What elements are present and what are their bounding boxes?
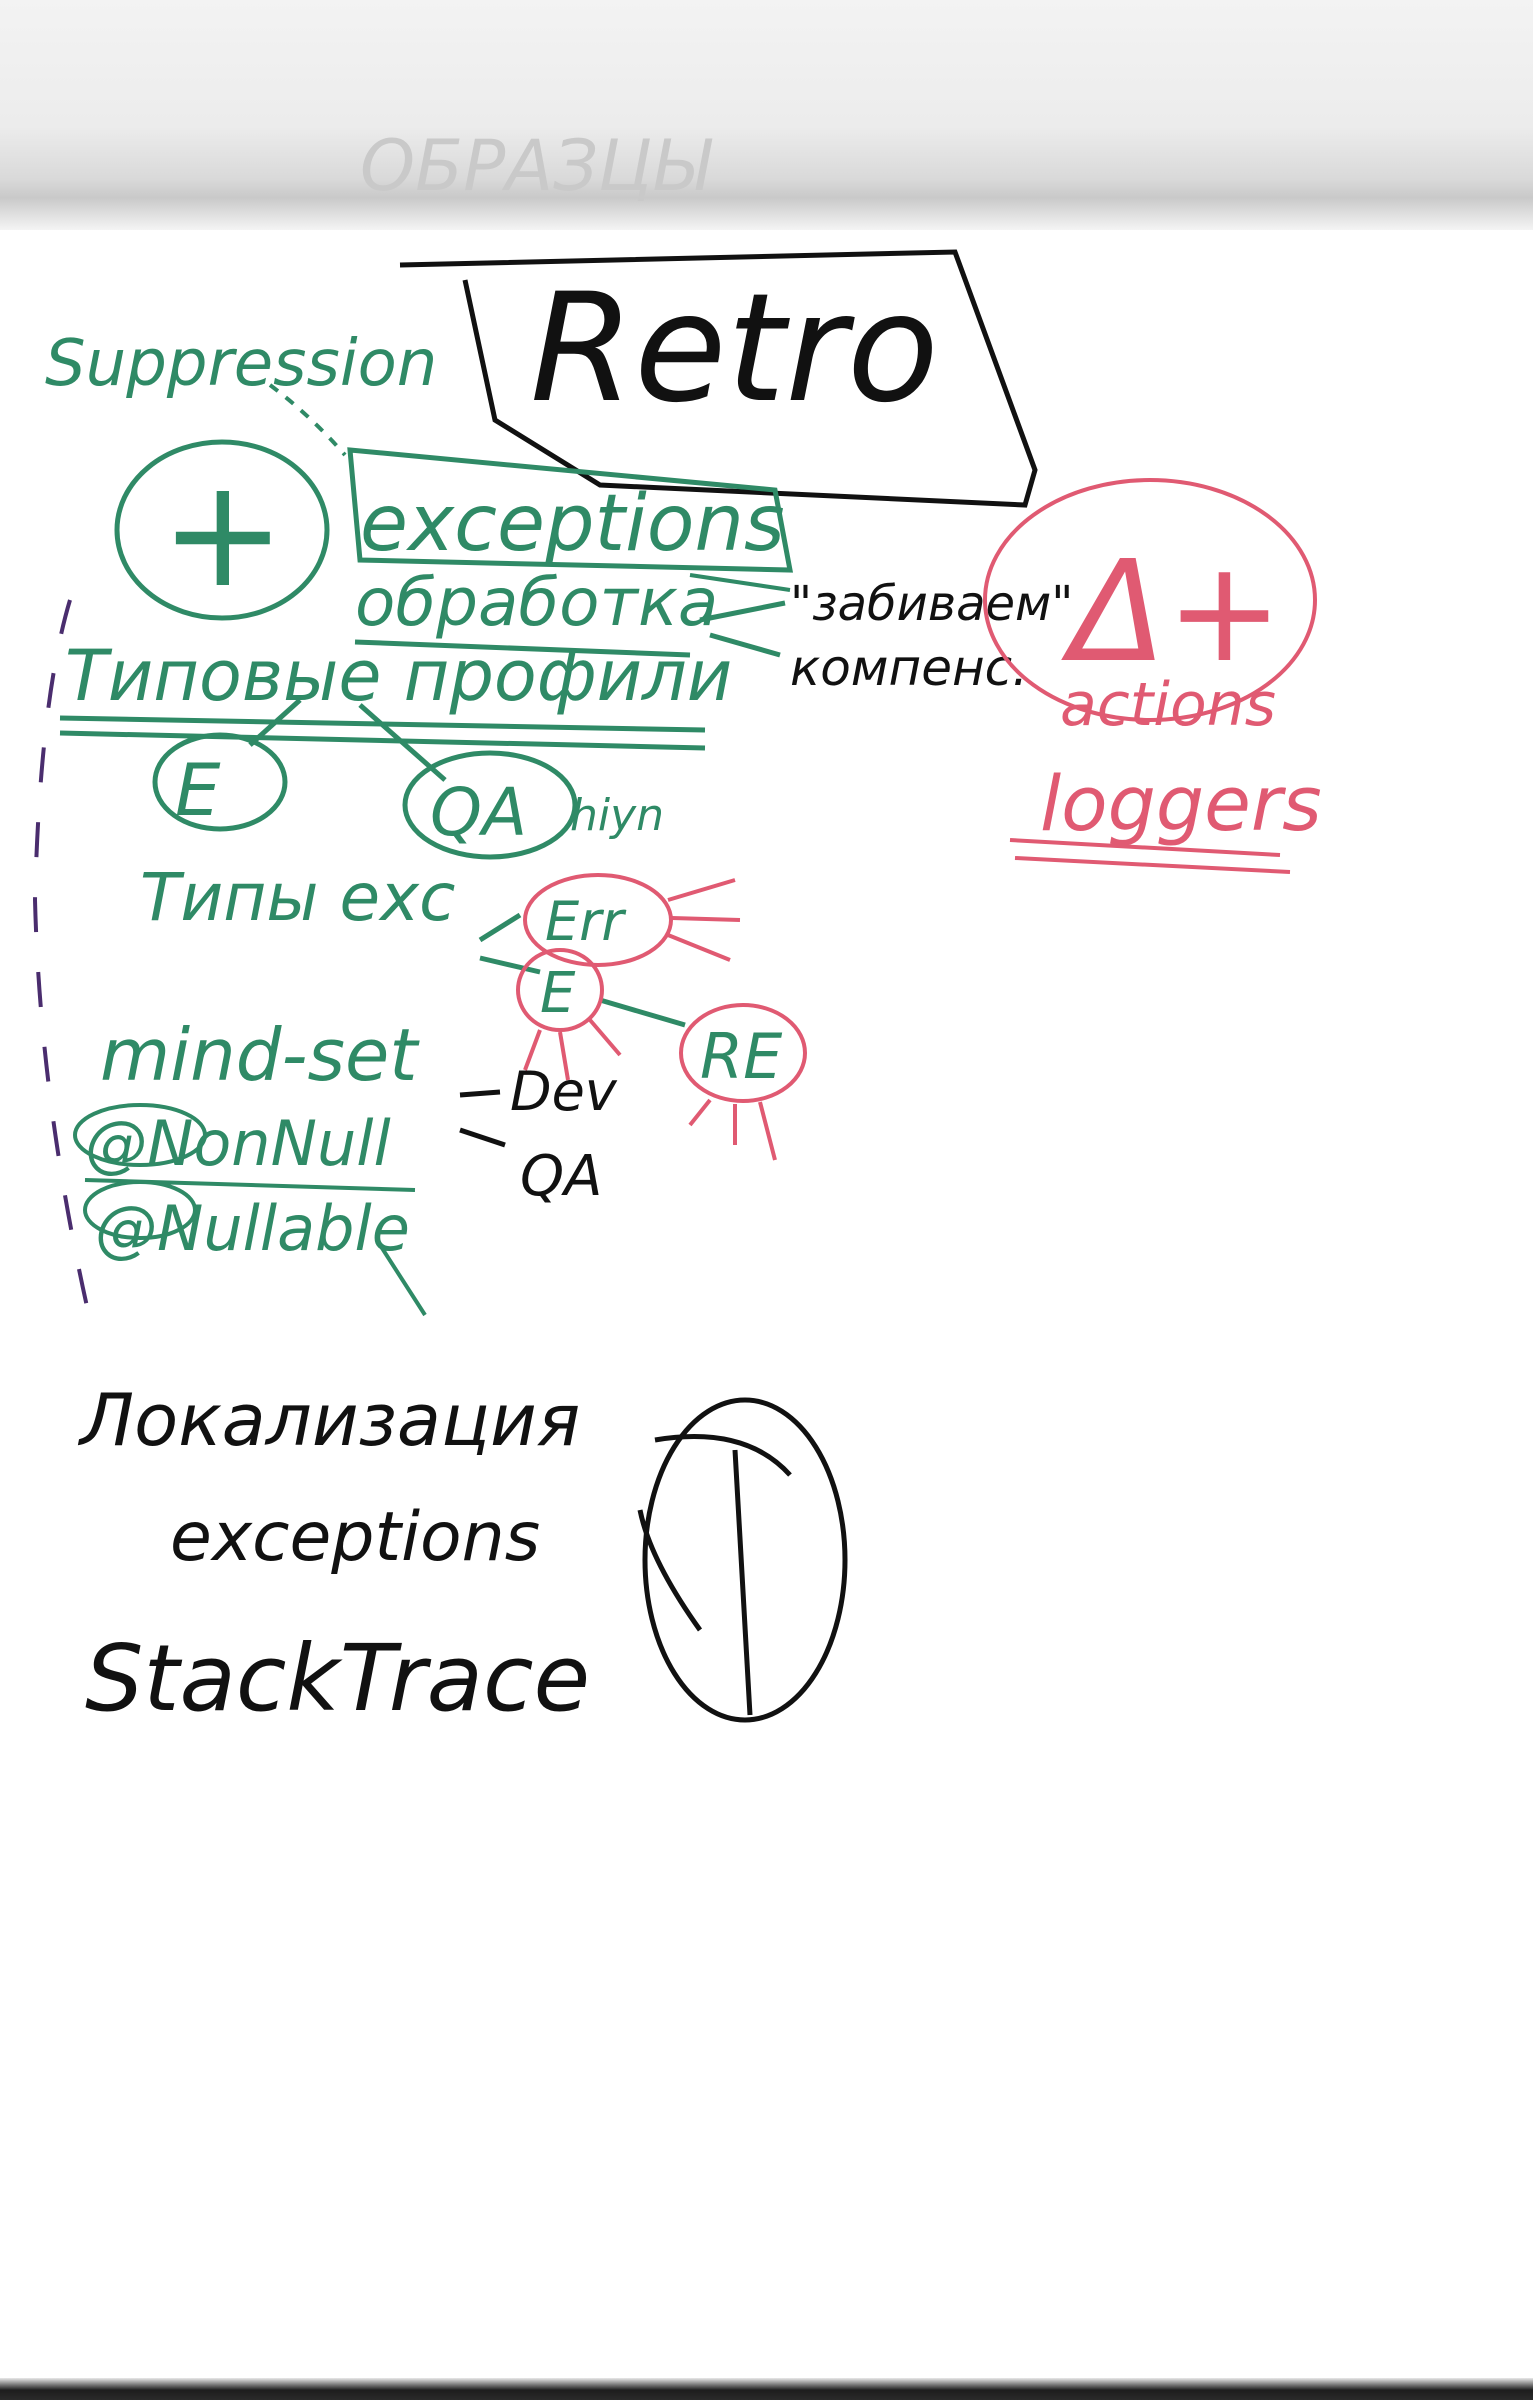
mind-set-branch-dev [459,1089,501,1098]
plus-circle [114,439,330,621]
tipy-branch-err [478,912,522,943]
nonnull-circle [73,1103,207,1167]
t-letter [637,1434,792,1716]
loggers-underline-1 [1009,838,1281,857]
exceptions-label: exceptions [360,479,785,569]
obrabotka-branch-1 [699,600,786,623]
t-circle [642,1397,848,1723]
title-text: Retro [530,262,939,436]
kompens-note: компенс. [790,639,1028,697]
lokalizaciya-label: Локализация [77,1378,580,1462]
profile-e-circle [152,732,288,832]
delta-circle [983,478,1317,722]
nullable-tail [378,1243,427,1317]
mind-set-branch-qa [459,1127,506,1148]
qa-mindset-label: QA [520,1144,602,1209]
title-box [399,249,1038,508]
e-rays [523,1018,622,1081]
exceptions-localization-label: exceptions [170,1498,540,1577]
err-circle [523,873,673,967]
faint-header-text: ОБРАЗЦЫ [360,125,712,207]
qa-side-note: hiyn [570,790,664,841]
mind-set-label: mind-set [100,1013,420,1097]
exceptions-link [689,573,791,592]
re-circle [679,1003,807,1103]
nullable-circle [83,1180,197,1240]
err-rays [667,878,741,962]
plus-mark: + [160,447,286,621]
profile-qa-circle [402,750,578,860]
err-label: Err [545,890,626,953]
re-label: RE [700,1020,783,1093]
e-circle [516,948,604,1032]
exceptions-box [347,447,794,573]
flipchart-top-rail [0,0,1533,230]
obrabotka-branch-2 [709,632,781,658]
profile-e-label: E [175,748,221,832]
actions-label: actions [1060,670,1276,740]
grouping-bracket [32,599,92,1321]
obrabotka-underline [354,639,691,658]
flipchart-bottom-rail [0,2378,1533,2400]
re-rays [688,1098,777,1161]
nonnull-label: @NonNull [85,1107,391,1180]
tipy-branch-e [479,955,541,975]
loggers-underline-2 [1014,856,1291,874]
suppression-label: Suppression [45,327,437,401]
profili-underline-2 [59,730,706,751]
dev-label: Dev [510,1060,618,1123]
profili-branch-e [248,698,302,747]
nullable-label: @Nullable [95,1192,410,1265]
delta-plus-label: Δ+ [1061,531,1283,694]
loggers-label: loggers [1040,759,1322,848]
zabivaem-note: "забиваем" [790,576,1073,632]
stacktrace-label: StackTrace [85,1625,590,1732]
tipy-exc-label: Типы exc [140,859,455,936]
profile-qa-label: QA [430,774,527,851]
e-label: E [540,961,576,1026]
e-re-link [599,997,686,1028]
obrabotka-label: обработка [355,564,718,641]
tipovye-profili-label: Типовые профили [65,635,732,717]
